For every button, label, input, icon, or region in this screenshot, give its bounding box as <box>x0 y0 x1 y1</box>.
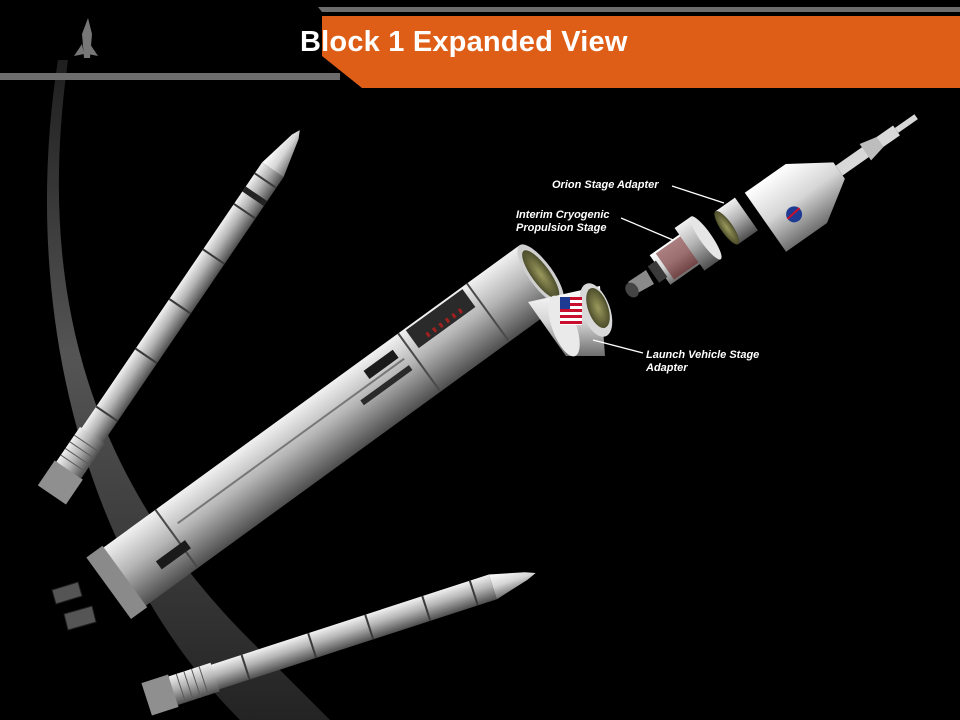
header-gray-stripe-left <box>0 73 340 80</box>
launch-trail-swoosh <box>46 60 331 720</box>
rs25-engines <box>51 581 97 631</box>
upper-solid-rocket-booster <box>37 130 300 505</box>
lower-solid-rocket-booster <box>141 572 536 716</box>
header-orange-banner <box>322 16 960 88</box>
orion-stage-adapter-leader <box>671 185 725 204</box>
icps-engine <box>625 270 654 298</box>
lvsa-label: Launch Vehicle Stage Adapter <box>646 349 760 374</box>
callout-leaders <box>592 185 725 354</box>
interim-cryogenic-propulsion-stage <box>647 216 722 285</box>
orion-spacecraft <box>744 114 918 252</box>
header-gray-stripe-top <box>318 7 960 12</box>
icps-leader <box>620 217 674 241</box>
icps-label: Interim Cryogenic Propulsion Stage <box>516 209 610 234</box>
lvsa-leader <box>592 339 644 354</box>
us-flag-decal <box>560 297 582 325</box>
page-title: Block 1 Expanded View <box>300 26 628 58</box>
launch-vehicle-stage-adapter <box>528 283 613 357</box>
orion-stage-adapter <box>714 197 758 245</box>
orion-stage-adapter-label: Orion Stage Adapter <box>552 179 659 191</box>
core-stage <box>86 244 564 619</box>
